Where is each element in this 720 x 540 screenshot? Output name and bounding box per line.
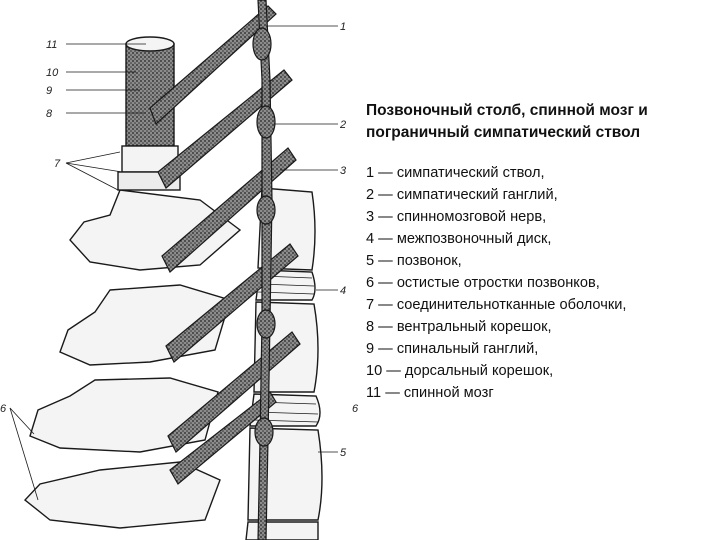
figure-label-6-right: 6 — [352, 403, 359, 415]
legend-item: 7 — соединительнотканные оболочки, — [366, 297, 627, 313]
figure-label-10: 10 — [46, 67, 59, 79]
legend-panel: Позвоночный столб, спинной мозг и погран… — [366, 100, 711, 404]
figure-label-9: 9 — [46, 85, 52, 97]
title-line-1: Позвоночный столб, спинной мозг и — [366, 102, 648, 119]
legend-item: 4 — межпозвоночный диск, — [366, 231, 552, 247]
legend-list: 1 — симпатический ствол, 2 — симпатическ… — [366, 162, 711, 404]
legend-item: 3 — спинномозговой нерв, — [366, 209, 547, 225]
legend-item: 2 — симпатический ганглий, — [366, 187, 558, 203]
figure-label-4: 4 — [340, 285, 346, 297]
legend-item: 10 — дорсальный корешок, — [366, 363, 554, 379]
figure-label-8: 8 — [46, 108, 53, 120]
figure-label-1: 1 — [340, 21, 346, 33]
vertebral-arches — [23, 189, 242, 529]
legend-item: 6 — остистые отростки позвонков, — [366, 275, 600, 291]
legend-item: 9 — спинальный ганглий, — [366, 341, 539, 357]
sympathetic-trunk — [252, 0, 276, 540]
title-line-2: пограничный симпатический ствол — [366, 124, 641, 141]
figure-label-7: 7 — [54, 158, 61, 170]
figure-label-5: 5 — [340, 447, 347, 459]
legend-item: 5 — позвонок, — [366, 253, 462, 269]
figure-label-6-left: 6 — [0, 403, 7, 415]
figure-label-3: 3 — [340, 165, 347, 177]
anatomy-illustration: 1 2 3 4 6 5 11 10 9 8 7 6 — [0, 0, 359, 540]
legend-item: 11 — спинной мозг — [366, 385, 494, 401]
legend-item: 1 — симпатический ствол, — [366, 165, 545, 181]
figure-label-2: 2 — [339, 119, 346, 131]
label-leaders — [9, 25, 338, 501]
legend-item: 8 — вентральный корешок, — [366, 319, 552, 335]
diagram-title: Позвоночный столб, спинной мозг и погран… — [366, 100, 711, 144]
figure-label-11: 11 — [46, 39, 57, 51]
